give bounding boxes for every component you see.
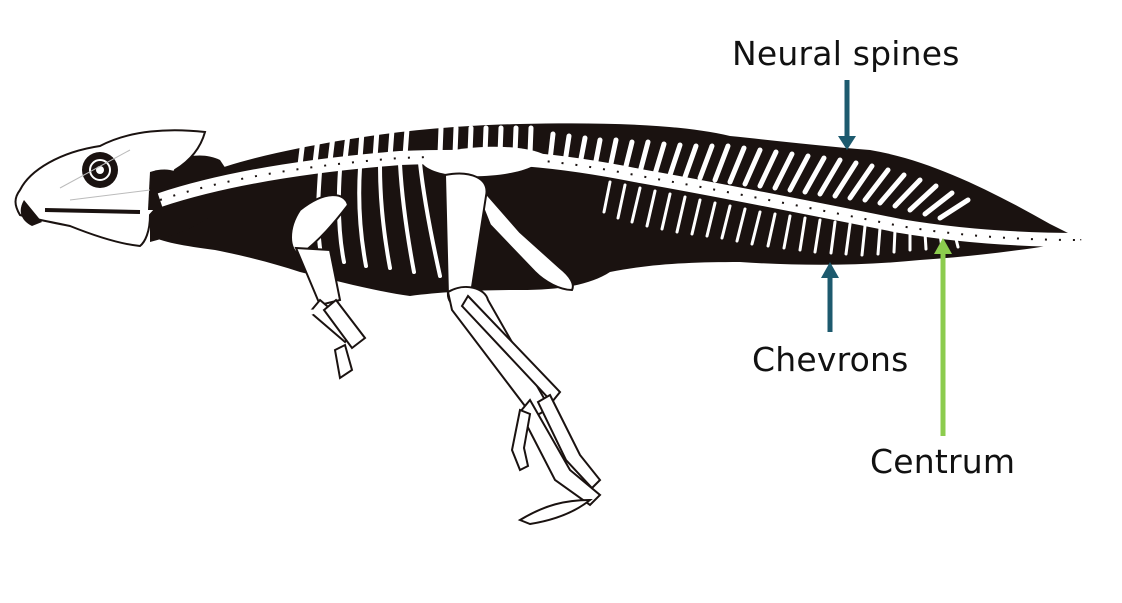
pelvis [420,146,574,292]
neural-spines-arrow [838,80,856,150]
skull [14,129,207,248]
chevrons-label: Chevrons [752,340,909,379]
chevrons [602,180,960,257]
hindlimb [443,172,602,526]
vertebral-column [157,149,1081,247]
neural-spines-label: Neural spines [732,34,960,73]
chevrons-arrow [821,262,839,332]
centrum-arrow [934,238,952,436]
forelimb [267,194,367,411]
centrum-label: Centrum [870,442,1016,481]
